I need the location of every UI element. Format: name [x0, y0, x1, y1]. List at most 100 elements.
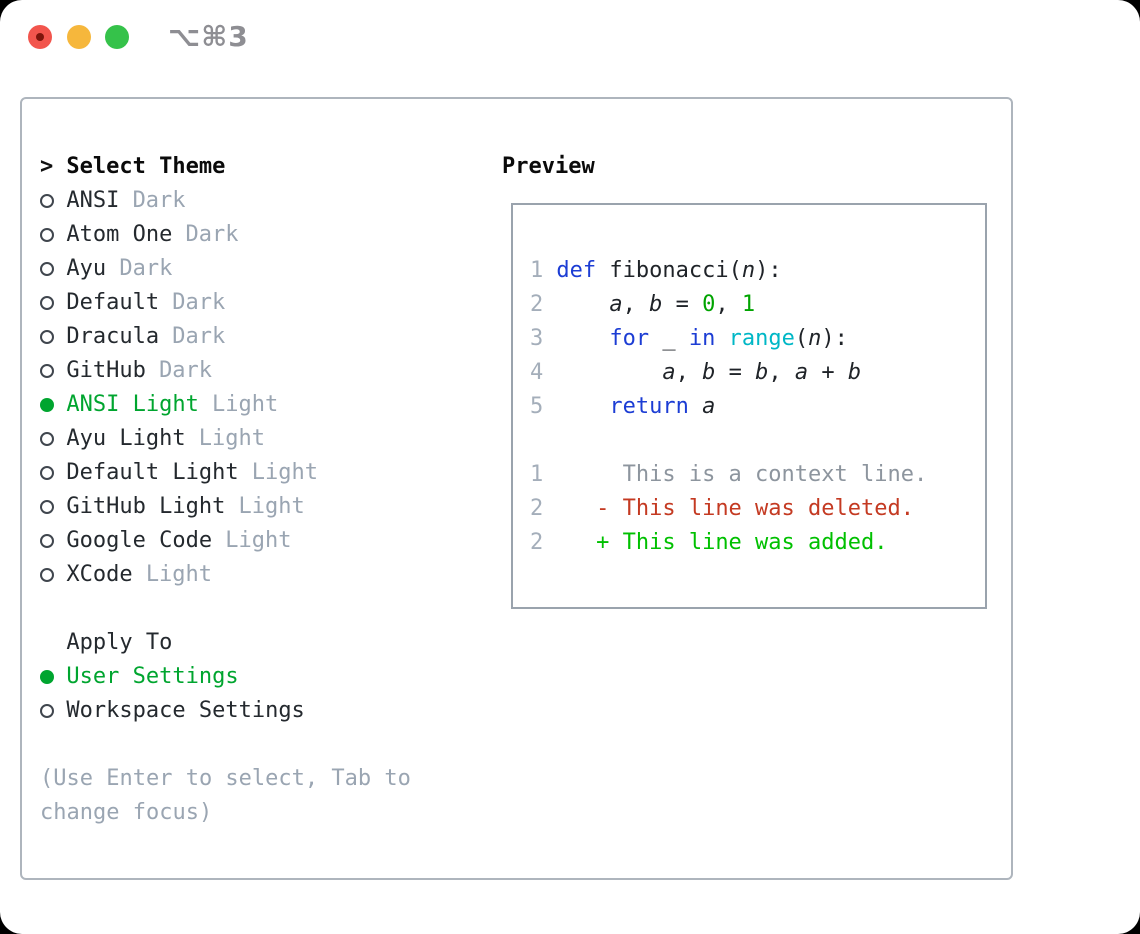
variant-badge: Dark — [119, 256, 173, 281]
theme-option-ayu[interactable]: Ayu Dark — [40, 252, 470, 286]
code-token-var: b — [702, 360, 716, 385]
code-token-plain: = — [662, 292, 703, 317]
keyboard-shortcut-label: ⌥⌘3 — [168, 20, 249, 53]
code-token-keyword: return — [609, 394, 689, 419]
code-token-var: b — [755, 360, 769, 385]
spacer — [40, 728, 470, 762]
radio-icon — [40, 296, 54, 310]
theme-option-github-light[interactable]: GitHub Light Light — [40, 490, 470, 524]
preview-title: Preview — [502, 154, 595, 179]
theme-option-google-code[interactable]: Google Code Light — [40, 524, 470, 558]
variant-badge: Dark — [172, 290, 226, 315]
radio-icon — [40, 704, 54, 718]
option-label: Default Light — [66, 460, 239, 485]
code-token-plain: , — [675, 360, 703, 385]
variant-badge: Dark — [159, 358, 213, 383]
code-token-var: a — [609, 292, 623, 317]
code-token-plain: fibonacci( — [596, 258, 742, 283]
code-token-plain: + — [808, 360, 848, 385]
prompt-icon: > — [40, 154, 54, 179]
variant-badge: Light — [145, 562, 213, 587]
code-token-var: n — [808, 326, 822, 351]
code-token-plain — [715, 326, 728, 351]
titlebar: ⌥⌘3 — [0, 0, 1140, 74]
theme-option-dracula[interactable]: Dracula Dark — [40, 320, 470, 354]
theme-option-xcode[interactable]: XCode Light — [40, 558, 470, 592]
code-token-keyword: in — [688, 326, 716, 351]
option-label: GitHub Light — [66, 494, 226, 519]
line-number: 4 — [530, 360, 544, 385]
option-label: Ayu Light — [66, 426, 186, 451]
option-label: XCode — [66, 562, 133, 587]
code-token-plain: = — [715, 360, 756, 385]
radio-icon — [40, 500, 54, 514]
code-token-plain: ( — [794, 326, 809, 351]
code-token-plain — [556, 326, 609, 351]
code-token-builtin: range — [728, 326, 795, 351]
line-number: 5 — [530, 394, 544, 419]
radio-icon — [40, 228, 54, 242]
code-token-var: a — [662, 360, 676, 385]
code-token-var: n — [741, 258, 756, 283]
radio-icon — [40, 194, 54, 208]
code-token-keyword: for — [609, 326, 650, 351]
select-theme-title-label: Select Theme — [66, 154, 226, 179]
code-token-plain: , — [622, 292, 650, 317]
radio-icon — [40, 534, 54, 548]
code-token-number: 0 — [702, 292, 716, 317]
option-label: Workspace Settings — [66, 698, 305, 723]
code-line: 4 a, b = b, a + b — [530, 356, 975, 390]
code-token-var: a — [794, 360, 809, 385]
variant-badge: Dark — [132, 188, 186, 213]
apply-to-title: Apply To — [40, 626, 470, 660]
radio-icon — [40, 568, 54, 582]
code-token-var: a — [702, 394, 716, 419]
theme-option-ansi[interactable]: ANSI Dark — [40, 184, 470, 218]
zoom-button[interactable] — [105, 25, 129, 49]
code-token-plain — [556, 292, 609, 317]
line-number: 3 — [530, 326, 544, 351]
option-label: Atom One — [66, 222, 173, 247]
spacer — [40, 592, 470, 626]
minimize-button[interactable] — [67, 25, 91, 49]
code-token-plain: , — [768, 360, 795, 385]
close-button[interactable] — [28, 25, 52, 49]
variant-badge: Light — [238, 494, 305, 519]
line-number: 2 — [530, 292, 544, 317]
code-token-plain — [689, 394, 702, 419]
apply-option-user-settings[interactable]: User Settings — [40, 660, 470, 694]
radio-icon — [40, 466, 54, 480]
apply-to-title-label: Apply To — [66, 630, 173, 655]
code-token-plain: ): — [821, 326, 848, 351]
option-label: ANSI — [66, 188, 120, 213]
option-label: Google Code — [66, 528, 213, 553]
select-theme-title: > Select Theme — [40, 150, 470, 184]
line-number: 1 — [530, 462, 544, 487]
option-label: Ayu — [66, 256, 107, 281]
code-token-added: + This line was added. — [556, 530, 888, 555]
radio-icon — [40, 262, 54, 276]
code-token-deleted: - This line was deleted. — [556, 496, 914, 521]
variant-badge: Dark — [172, 324, 226, 349]
variant-badge: Light — [198, 426, 266, 451]
variant-badge: Light — [225, 528, 292, 553]
option-label: ANSI Light — [66, 392, 199, 417]
hint-text: (Use Enter to select, Tab to change focu… — [40, 766, 411, 825]
theme-option-ayu-light[interactable]: Ayu Light Light — [40, 422, 470, 456]
code-line: 2 a, b = 0, 1 — [530, 288, 975, 322]
option-label: Dracula — [66, 324, 160, 349]
apply-option-workspace-settings[interactable]: Workspace Settings — [40, 694, 470, 728]
code-token-plain: _ — [649, 326, 689, 351]
code-token-number: 1 — [741, 292, 756, 317]
code-token-plain — [556, 394, 609, 419]
